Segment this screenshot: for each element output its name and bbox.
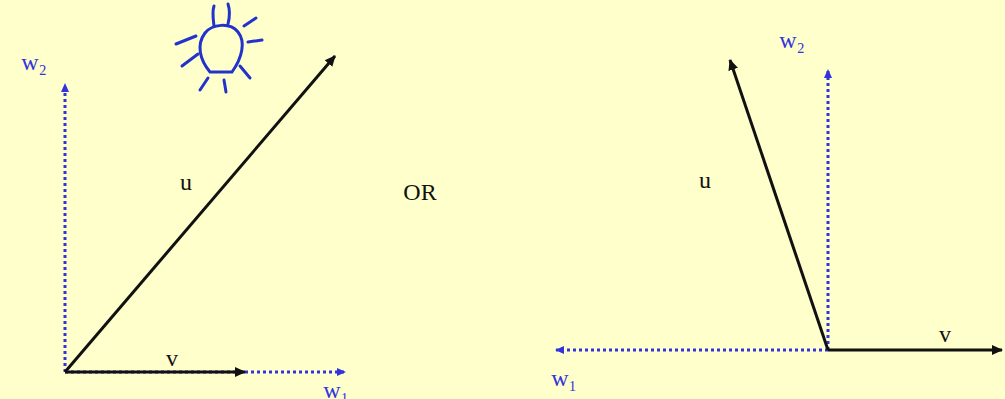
- vector-label: w₂: [779, 28, 805, 52]
- or-text: OR: [403, 180, 436, 204]
- vector-label: u: [180, 170, 192, 194]
- w1-axis: [556, 349, 828, 352]
- vector-label: w₁: [551, 366, 577, 390]
- lightbulb-doodle: [176, 4, 262, 92]
- vector-label: w₁: [323, 378, 349, 399]
- vector-label: v: [166, 346, 178, 370]
- u-vector: [730, 60, 828, 350]
- u-vector: [65, 56, 335, 372]
- v-vector: [828, 349, 1002, 352]
- w2-axis: [827, 70, 830, 350]
- vector-label: u: [699, 168, 711, 192]
- v-vector: [65, 371, 245, 374]
- vector-label: w₂: [21, 50, 47, 74]
- vector-label: v: [939, 322, 951, 346]
- w1-axis: [65, 371, 345, 374]
- w2-axis: [64, 84, 67, 372]
